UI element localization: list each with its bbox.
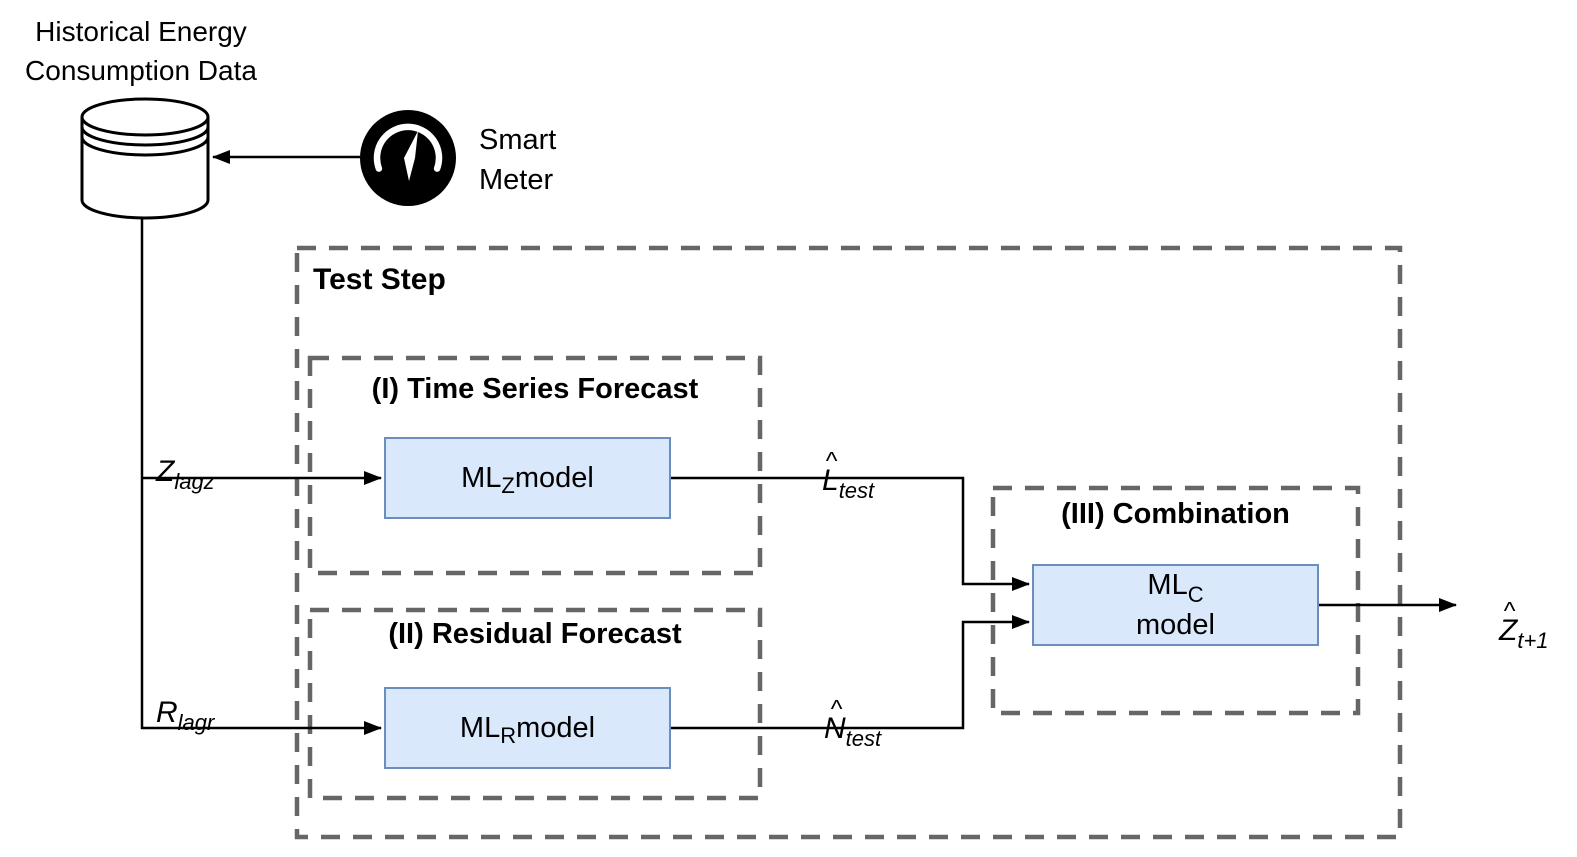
database-top (80, 97, 210, 137)
edge-database-to-mlr (140, 219, 382, 735)
mlc-prefix: ML (1147, 569, 1188, 601)
mlc-model-label: MLC model (1033, 565, 1318, 645)
mlc-model-box (1032, 564, 1319, 646)
mlz-model-box (384, 437, 671, 519)
smart-meter-label: Smart Meter (479, 124, 557, 196)
test-step-box (294, 245, 1403, 840)
mlr-subscript: R (500, 723, 517, 748)
time-series-forecast-box (307, 355, 763, 576)
mlc-line1: MLC (1147, 566, 1204, 607)
z-output-main: Z (1499, 614, 1518, 647)
mlc-line2: model (1136, 609, 1215, 641)
residual-forecast-box (307, 607, 763, 801)
z-input-main: Z (156, 455, 175, 488)
r-lag-input-label: Rlagr (156, 662, 214, 735)
z-output-hat-accent: ^ (1503, 597, 1516, 625)
l-test-forecast-label: ^Ltest (822, 430, 874, 503)
mlz-subscript: Z (501, 473, 515, 498)
gauge-arc (373, 123, 443, 172)
edge-mlr-to-mlc (670, 615, 1030, 730)
database-ridge-2 (80, 136, 210, 157)
mlr-suffix: model (516, 711, 596, 744)
combination-label: (III) Combination (1061, 498, 1290, 530)
combination-box (990, 485, 1361, 716)
database-ridge-1 (80, 126, 210, 147)
mlc-subscript: C (1187, 582, 1204, 607)
r-input-subscript: lagr (177, 710, 215, 735)
historical-data-label: Historical Energy Consumption Data (25, 16, 257, 86)
z-input-subscript: lagz (174, 469, 215, 494)
mlr-prefix: ML (459, 711, 501, 744)
edge-mlz-to-mlc (670, 476, 1030, 591)
n-test-forecast-label: ^Ntest (824, 678, 881, 751)
l-hat-accent: ^ (825, 447, 838, 475)
database-cylinder-icon (80, 97, 210, 220)
z-output-label: ^Zt+1 (1499, 580, 1549, 653)
l-main: L (822, 464, 839, 497)
mlz-suffix: model (514, 461, 594, 494)
mlr-model-box (384, 687, 671, 769)
n-hat-wrap: ^N (824, 695, 846, 746)
gauge-needle (404, 131, 418, 181)
residual-forecast-label: (II) Residual Forecast (388, 618, 682, 650)
l-subscript: test (838, 478, 875, 503)
r-input-main: R (156, 696, 178, 729)
l-hat-wrap: ^L (822, 447, 839, 498)
n-hat-accent: ^ (830, 695, 843, 723)
n-subscript: test (845, 726, 882, 751)
z-output-subscript: t+1 (1517, 628, 1549, 653)
test-step-label: Test Step (313, 263, 446, 296)
z-output-hat-wrap: ^Z (1499, 597, 1518, 648)
mlz-prefix: ML (461, 461, 502, 494)
n-main: N (824, 712, 846, 745)
gauge-icon (360, 110, 456, 206)
z-lag-input-label: Zlagz (156, 421, 215, 494)
time-series-forecast-label: (I) Time Series Forecast (371, 373, 699, 405)
